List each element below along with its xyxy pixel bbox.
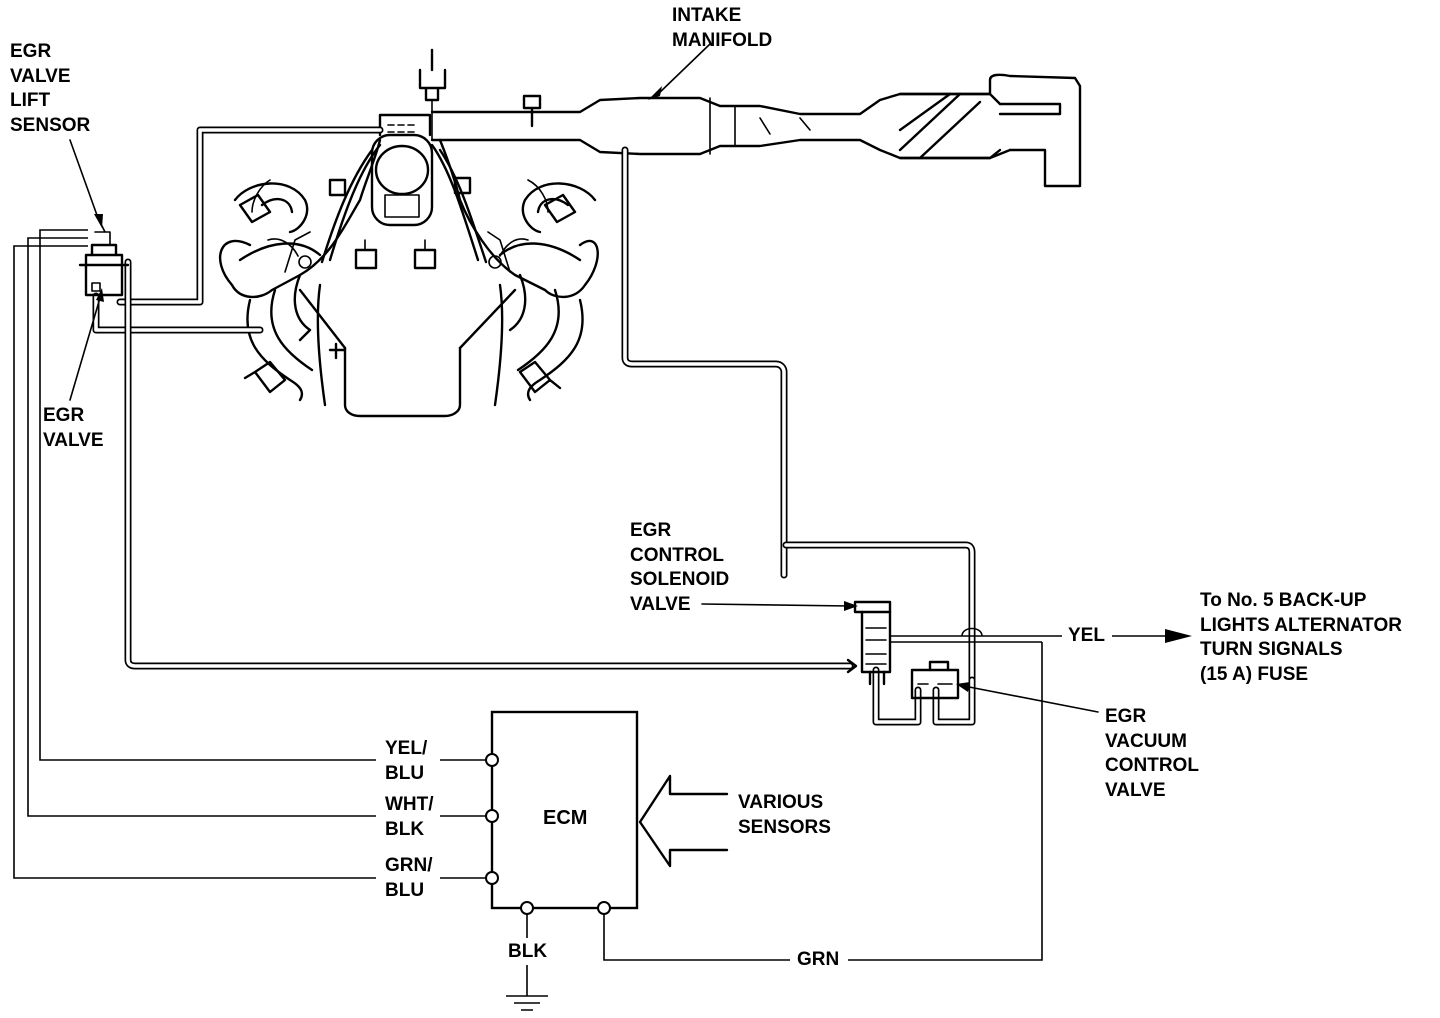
leader-lines [69, 43, 1099, 713]
wire-yel-blu [39, 229, 492, 761]
ground-symbol [506, 995, 548, 1011]
wire-label-wht-blk: WHT/ BLK [385, 794, 434, 840]
egr-control-solenoid-valve-drawing [846, 600, 892, 686]
label-various-sensors: VARIOUS SENSORS [738, 792, 831, 838]
wire-wht-blk [27, 237, 492, 817]
label-intake-manifold: INTAKE MANIFOLD [672, 5, 773, 51]
vacuum-hoses [92, 126, 976, 726]
ecm-terminal-grn-blu [485, 871, 499, 885]
ecm-terminal-blk [520, 901, 534, 915]
fuse-arrow [1165, 629, 1192, 643]
ecm-terminal-grn [597, 901, 611, 915]
wire-label-blk: BLK [508, 941, 548, 962]
ecm-box [490, 710, 639, 910]
engine-drawing [218, 48, 599, 418]
label-egr-valve: EGR VALVE [43, 405, 104, 451]
various-sensors-arrow [638, 774, 729, 868]
wire-grn-blu [13, 245, 492, 879]
wire-grn [603, 642, 1043, 961]
label-fuse-destination: To No. 5 BACK-UP LIGHTS ALTERNATOR TURN … [1200, 590, 1402, 685]
label-egr-control-solenoid-valve: EGR CONTROL SOLENOID VALVE [630, 520, 730, 615]
label-egr-valve-lift-sensor: EGR VALVE LIFT SENSOR [10, 41, 91, 136]
wire-label-yel-blu: YEL/ BLU [385, 738, 428, 784]
ecm-terminal-wht-blk [485, 809, 499, 823]
intake-duct-drawing [430, 73, 1082, 188]
wire-label-yel: YEL [1068, 625, 1105, 646]
wire-label-grn-blu: GRN/ BLU [385, 855, 433, 901]
wire-label-grn: GRN [797, 949, 840, 970]
label-egr-vacuum-control-valve: EGR VACUUM CONTROL VALVE [1105, 706, 1199, 801]
label-ecm: ECM [543, 807, 588, 829]
egr-valve-drawing [78, 221, 130, 297]
ecm-terminal-yel-blu [485, 753, 499, 767]
egr-vacuum-control-valve-drawing [910, 660, 960, 700]
